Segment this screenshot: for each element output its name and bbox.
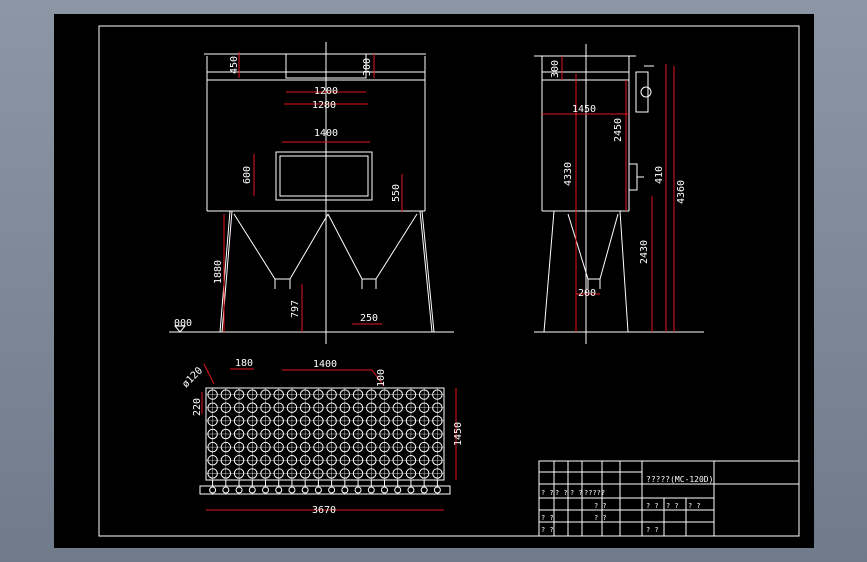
blow-pipe [381,486,388,494]
tb-row2-b: ? ? [541,514,554,522]
blow-pipe [235,486,243,494]
tb-row1-a: ? ? [541,489,554,497]
dim-plan-3670: 3670 [312,505,336,516]
blow-pipe [433,486,441,494]
dim-front-1880: 1880 [213,260,224,284]
plan-view: ø120 180 1400 100 220 1450 3670 [180,358,464,516]
title-block: ?????(MC-120D) ? ? ? ? ? ? ????? ? ? ? ?… [538,460,800,537]
dim-plan-220: 220 [192,398,203,416]
blow-pipe [209,486,217,494]
blow-pipe [367,486,375,494]
dim-side-2430: 2430 [639,240,650,264]
cad-drawing: 450 300 1200 1280 1400 600 550 1880 797 … [98,25,800,537]
blow-pipe [407,486,415,494]
tb-row2-a: ? ? [594,502,607,510]
blow-pipe [420,486,428,494]
dim-plan-1400: 1400 [313,359,337,370]
dim-side-300: 300 [550,60,561,78]
bottom-pipe-row [199,480,451,495]
dim-front-elevation: 000 [174,318,192,329]
title-block-title: ?????(MC-120D) [646,475,713,484]
side-view: 300 1450 2450 4330 410 4360 2430 200 [534,44,704,344]
dim-side-1450: 1450 [572,104,596,115]
dim-front-1280: 1280 [312,100,336,111]
header-pipe [199,485,451,495]
tb-row1-c: ? ? [570,489,583,497]
dim-front-1400: 1400 [314,128,338,139]
blow-pipe [394,486,402,494]
dim-front-797: 797 [290,300,301,318]
dim-front-250: 250 [360,313,378,324]
blow-pipe [354,486,362,494]
dim-front-450: 450 [229,56,240,74]
tb-row1-d: ????? [584,489,605,497]
blow-pipe [288,486,296,494]
drawing-border [98,25,800,537]
dim-plan-1450: 1450 [453,422,464,446]
tb-row1-b: ? ? [555,489,568,497]
filter-bag-grid [206,388,444,480]
dim-front-600: 600 [242,166,253,184]
dim-side-4330: 4330 [563,162,574,186]
tb-right-a: ? ? [646,502,659,510]
tb-right-c: ? ? [688,502,701,510]
blow-pipe [248,486,256,494]
dim-side-2450: 2450 [613,118,624,142]
dim-front-550: 550 [391,184,402,202]
tb-row2-c: ? ? [594,514,607,522]
dim-front-1200: 1200 [314,86,338,97]
blow-pipe [314,486,322,494]
blow-pipe [222,486,230,494]
dim-side-200: 200 [578,288,596,299]
blow-pipe [262,486,269,494]
cad-viewport[interactable]: 450 300 1200 1280 1400 600 550 1880 797 … [54,14,814,548]
blow-pipe [275,486,283,494]
blow-pipe [301,486,309,494]
front-view: 450 300 1200 1280 1400 600 550 1880 797 … [169,42,454,344]
dim-front-300: 300 [362,58,373,76]
dim-plan-100: 100 [376,369,387,387]
blow-pipe [328,486,336,494]
dim-plan-dia120: ø120 [180,365,205,390]
dim-side-410: 410 [654,166,665,184]
tb-row3-a: ? ? [541,526,554,534]
dim-side-4360: 4360 [676,180,687,204]
tb-right-d: ? ? [646,526,659,534]
dim-plan-180: 180 [235,358,253,369]
tb-right-b: ? ? [666,502,679,510]
blow-pipe [341,486,349,494]
